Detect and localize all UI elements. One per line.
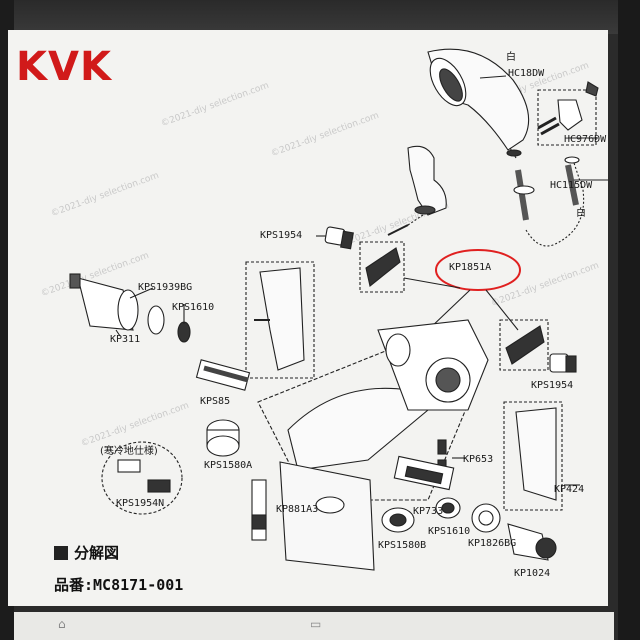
label-hc976dw: HC976DW (564, 134, 607, 145)
label-kp881a3: KP881A3 (276, 504, 319, 515)
label-kp311: KP311 (110, 334, 141, 345)
front-cover (279, 461, 375, 571)
bracket-kp1851a-left (359, 241, 405, 293)
cap-kps1954-top (324, 226, 354, 250)
hook-part (537, 81, 599, 146)
label-cold-region: (寒冷地仕様) (100, 446, 158, 457)
label-kps1580b: KPS1580B (378, 540, 427, 551)
diagram-screen: KVK ©2021-diy selection.com ©2021-diy se… (8, 30, 608, 606)
cap-kps1954-right (549, 353, 577, 373)
shower-head-part (427, 48, 530, 159)
label-kp653: KP653 (463, 454, 494, 465)
monitor-bezel-right (618, 0, 640, 640)
label-kps1610-bottom: KPS1610 (428, 526, 471, 537)
home-icon[interactable]: ⌂ (58, 617, 66, 631)
label-kps85: KPS85 (200, 396, 231, 407)
handle-kps1939bg (69, 273, 191, 343)
ring-kps1610-bottom (435, 497, 461, 519)
model-line: 品番:MC8171-001 (54, 574, 183, 595)
nut-kps1580a (206, 419, 240, 457)
brand-logo: KVK (16, 44, 112, 90)
square-bullet-icon (54, 546, 68, 560)
nut-kp1826bg (471, 503, 501, 533)
label-kps1610-left: KPS1610 (172, 302, 215, 313)
model-label: 品番: (54, 576, 94, 594)
cartridge-kps85 (195, 359, 251, 391)
label-shiro-top: 白 (506, 52, 516, 63)
valve-kp881a3 (251, 479, 267, 541)
label-kp424: KP424 (554, 484, 585, 495)
bracket-kp1851a-right (499, 319, 549, 371)
tabs-icon[interactable]: ▭ (310, 617, 322, 631)
cold-region-parts (101, 441, 183, 515)
browser-bottom-bar: ⌂ ▭ (14, 612, 614, 640)
label-kps1954-right: KPS1954 (531, 380, 574, 391)
label-kp733: KP733 (413, 506, 444, 517)
label-kp1851a: KP1851A (449, 262, 492, 273)
faucet-body (257, 319, 489, 501)
fitting-kp1024 (507, 523, 557, 561)
section-title: 分解図 (54, 542, 119, 563)
section-title-text: 分解図 (74, 544, 120, 562)
label-kps1954-top: KPS1954 (260, 230, 303, 241)
label-hc115dw: HC115DW (550, 180, 593, 191)
plate-left (245, 261, 315, 379)
cartridge-kp733 (393, 455, 455, 491)
plate-kp424 (503, 401, 563, 511)
exploded-diagram (69, 48, 608, 571)
shower-hose (513, 156, 585, 247)
label-shiro-bottom: 白 (576, 208, 586, 219)
label-kp1024: KP1024 (514, 568, 551, 579)
monitor-bezel-top (0, 0, 640, 34)
label-kp1826bg: KP1826BG (468, 538, 517, 549)
lever-handle-part (387, 145, 447, 236)
nut-kps1580b (381, 507, 415, 533)
model-number: MC8171-001 (93, 576, 184, 594)
label-kps1580a: KPS1580A (204, 460, 253, 471)
label-kps1954n: KPS1954N (116, 498, 165, 509)
label-kps1939bg: KPS1939BG (138, 282, 193, 293)
label-hc18dw: HC18DW (508, 68, 545, 79)
